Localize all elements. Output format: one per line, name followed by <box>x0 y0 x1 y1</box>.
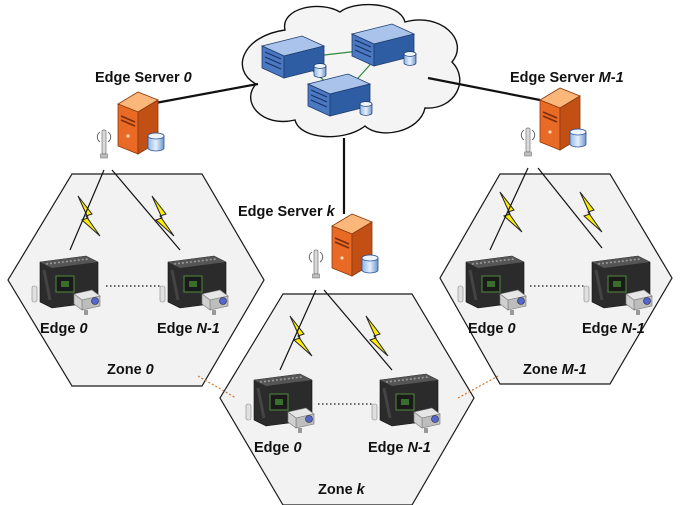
backbone-link-0 <box>149 82 259 106</box>
zone-link-left <box>197 375 237 399</box>
zone-k-hexagon <box>219 293 475 505</box>
edge-server-0-label: Edge Server 0 <box>95 70 192 86</box>
edge-server-k-label: Edge Server k <box>238 204 336 220</box>
zone-0-label: Zone 0 <box>107 362 154 378</box>
antenna-icon <box>520 127 536 157</box>
device-ellipsis <box>106 285 586 405</box>
edge-server-0-icon <box>117 91 165 155</box>
zone-0-hexagon <box>7 173 265 387</box>
edge-server-m1-label: Edge Server M-1 <box>510 70 624 86</box>
antenna-icon <box>308 249 324 279</box>
zone-m1-label: Zone M-1 <box>523 362 587 378</box>
zone-m1-hexagon <box>439 173 673 385</box>
zone-m1-edge-right-label: Edge N-1 <box>582 321 645 337</box>
zone-k-edge-left-label: Edge 0 <box>254 440 302 456</box>
backbone-link-m1 <box>427 76 541 102</box>
zone-0-edge-right-label: Edge N-1 <box>157 321 220 337</box>
antenna-icon <box>96 129 112 159</box>
zone-k-label: Zone k <box>318 482 366 498</box>
zone-m1-edge-left-label: Edge 0 <box>468 321 516 337</box>
zone-k-edge-right-label: Edge N-1 <box>368 440 431 456</box>
edge-server-k-icon <box>331 213 379 277</box>
wireless-links <box>69 167 603 371</box>
zone-0-edge-left-label: Edge 0 <box>40 321 88 337</box>
edge-server-m1-icon <box>539 87 587 151</box>
